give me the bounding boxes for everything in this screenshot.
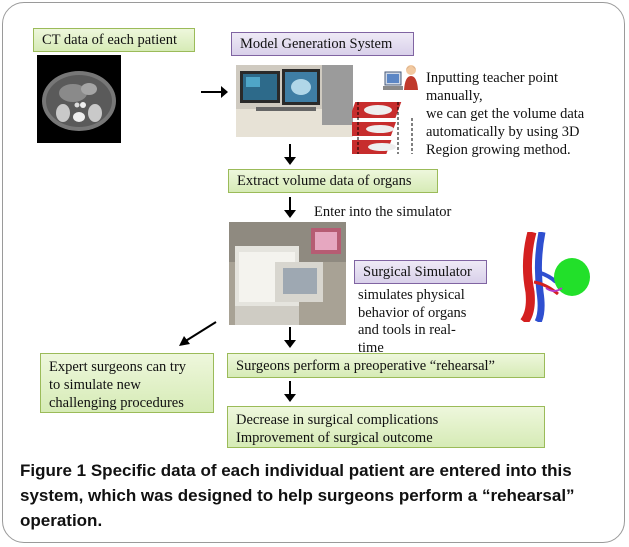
rehearsal-label: Surgeons perform a preoperative “rehears…: [236, 358, 495, 374]
caption-label: Figure 1: [20, 461, 87, 480]
figure-caption: Figure 1 Specific data of each individua…: [20, 458, 610, 533]
model-generation-label: Model Generation System: [240, 36, 393, 52]
outcome-box: Decrease in surgical complications Impro…: [227, 406, 545, 448]
ct-data-label: CT data of each patient: [42, 32, 178, 48]
ct-slice-stack: [340, 100, 418, 158]
arrow-down: [284, 144, 296, 165]
enter-simulator-note: Enter into the simulator: [314, 204, 452, 220]
teacher-point-note: Inputting teacher point manually, we can…: [426, 70, 585, 158]
person-computer-icon: [383, 65, 418, 90]
arrow-down: [284, 197, 296, 218]
workstation-photo: [236, 65, 353, 137]
extract-volume-label: Extract volume data of organs: [237, 173, 412, 189]
expert-surgeons-box: Expert surgeons can try to simulate new …: [40, 353, 214, 413]
simulates-note: simulates physical behavior of organs an…: [358, 287, 467, 356]
rehearsal-box: Surgeons perform a preoperative “rehears…: [227, 353, 545, 378]
arrow-right: [201, 86, 228, 98]
simulator-photo: [229, 222, 346, 325]
ct-scan-image: [37, 55, 121, 143]
organ-vessel-illustration: [510, 230, 610, 325]
surgical-simulator-label: Surgical Simulator: [363, 264, 472, 280]
arrow-down: [284, 381, 296, 402]
ct-data-box: CT data of each patient: [33, 28, 195, 52]
extract-volume-box: Extract volume data of organs: [228, 169, 438, 193]
arrow-down: [284, 327, 296, 348]
model-generation-box: Model Generation System: [231, 32, 414, 56]
caption-text: Specific data of each individual patient…: [20, 461, 575, 530]
surgical-simulator-box: Surgical Simulator: [354, 260, 487, 284]
arrow-down-left: [179, 321, 217, 346]
